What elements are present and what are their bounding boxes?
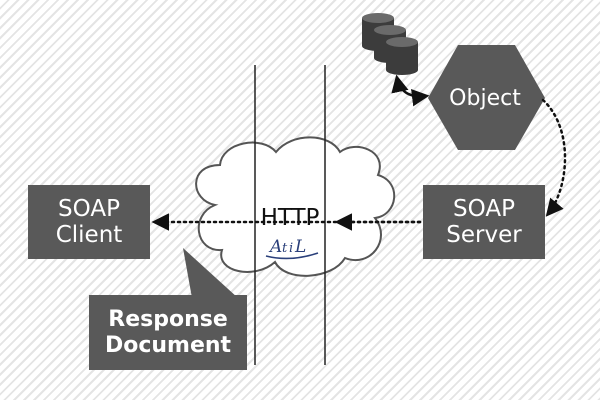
soap-server-label-line1: SOAP (453, 195, 515, 222)
soap-server-label-line2: Server (446, 222, 522, 248)
object-hexagon (428, 45, 545, 150)
soap-client-box: SOAP Client (28, 185, 150, 259)
soap-server-box: SOAP Server (423, 185, 545, 259)
object-label: Object (449, 85, 521, 111)
cloud-icon (195, 136, 396, 277)
response-document-callout: Response Document (89, 295, 247, 370)
dotted-arrow-object-to-server (541, 98, 567, 217)
database-icon (362, 13, 418, 75)
http-label: HTTP (260, 205, 320, 231)
soap-client-label-line2: Client (55, 222, 123, 248)
svg-text:t: t (282, 241, 288, 256)
soap-client-label-line1: SOAP (58, 195, 120, 222)
response-document-line2: Document (104, 332, 232, 358)
response-callout-tail (183, 248, 238, 298)
response-document-line1: Response (108, 307, 228, 333)
double-arrow-db-object (391, 74, 430, 107)
svg-text:A: A (268, 237, 282, 257)
svg-text:L: L (294, 237, 306, 257)
ati-logo: A t i L (265, 237, 319, 260)
svg-text:i: i (289, 241, 293, 256)
